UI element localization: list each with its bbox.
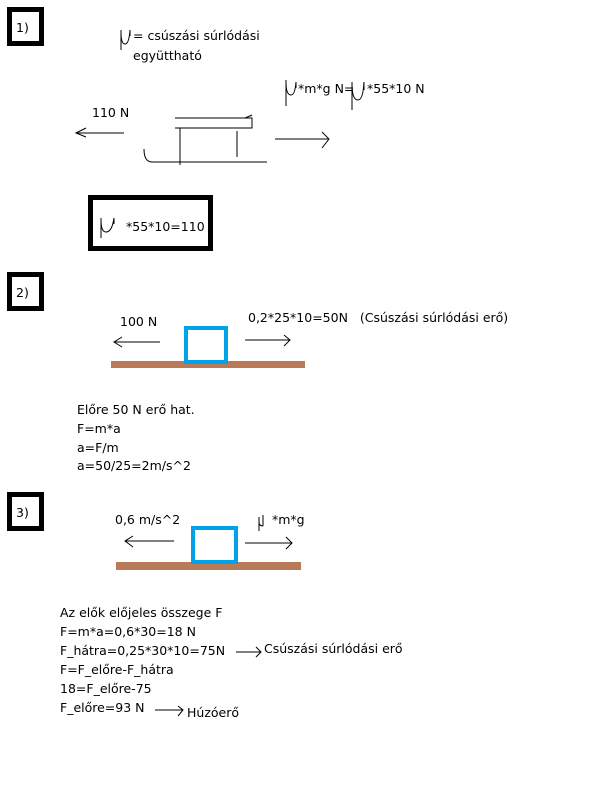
right-arrow	[245, 334, 291, 347]
right-arrow	[275, 131, 330, 149]
mu-definition-line1: = csúszási súrlódási	[133, 28, 260, 43]
friction-note-arrow	[236, 646, 262, 658]
left-arrow	[74, 127, 124, 138]
mu-symbol	[100, 217, 115, 238]
solution-line: 18=F_előre-75	[60, 681, 152, 696]
friction-note: Csúszási súrlódási erő	[264, 641, 403, 656]
solution-line: F=m*a=0,6*30=18 N	[60, 624, 196, 639]
block	[184, 326, 228, 364]
mu-symbol	[258, 515, 264, 531]
mu-symbol	[120, 29, 131, 50]
pull-force-note: Húzóerő	[187, 705, 240, 720]
solution-line: F_hátra=0,25*30*10=75N	[60, 643, 226, 658]
problem-1-box	[7, 7, 44, 46]
left-arrow	[113, 336, 160, 348]
acceleration-label: 0,6 m/s^2	[115, 512, 181, 527]
answer-box	[88, 195, 213, 251]
friction-formula-values: *55*10 N	[367, 81, 425, 96]
problem-3-label: 3)	[16, 505, 29, 520]
ground	[116, 562, 301, 570]
sled-drawing	[143, 114, 267, 165]
left-arrow	[124, 535, 174, 548]
left-force-label: 100 N	[120, 314, 158, 329]
right-force-label: 0,2*25*10=50N (Csúszási súrlódási erő)	[248, 310, 509, 325]
answer-text: *55*10=110	[126, 219, 205, 234]
block	[191, 526, 238, 564]
solution-line: a=F/m	[77, 440, 119, 455]
problem-1-label: 1)	[16, 20, 29, 35]
mu-definition-line2: együttható	[133, 48, 202, 63]
ground	[111, 361, 305, 368]
problem-3-box	[7, 492, 44, 531]
left-force-label: 110 N	[92, 105, 130, 120]
problem-2-label: 2)	[16, 285, 29, 300]
pull-note-arrow	[155, 705, 184, 717]
solution-line: F=m*a	[77, 421, 121, 436]
friction-label: *m*g	[272, 512, 305, 527]
right-arrow	[245, 536, 293, 550]
mu-symbol	[285, 80, 297, 106]
solution-line: Az elők előjeles összege F	[60, 605, 223, 620]
solution-line: a=50/25=2m/s^2	[77, 458, 191, 473]
solution-line: F=F_előre-F_hátra	[60, 662, 174, 677]
solution-line: Előre 50 N erő hat.	[77, 402, 195, 417]
mu-symbol	[351, 81, 365, 110]
solution-line: F_előre=93 N	[60, 700, 145, 715]
problem-2-box	[7, 272, 44, 311]
friction-formula: *m*g N=	[298, 81, 355, 96]
